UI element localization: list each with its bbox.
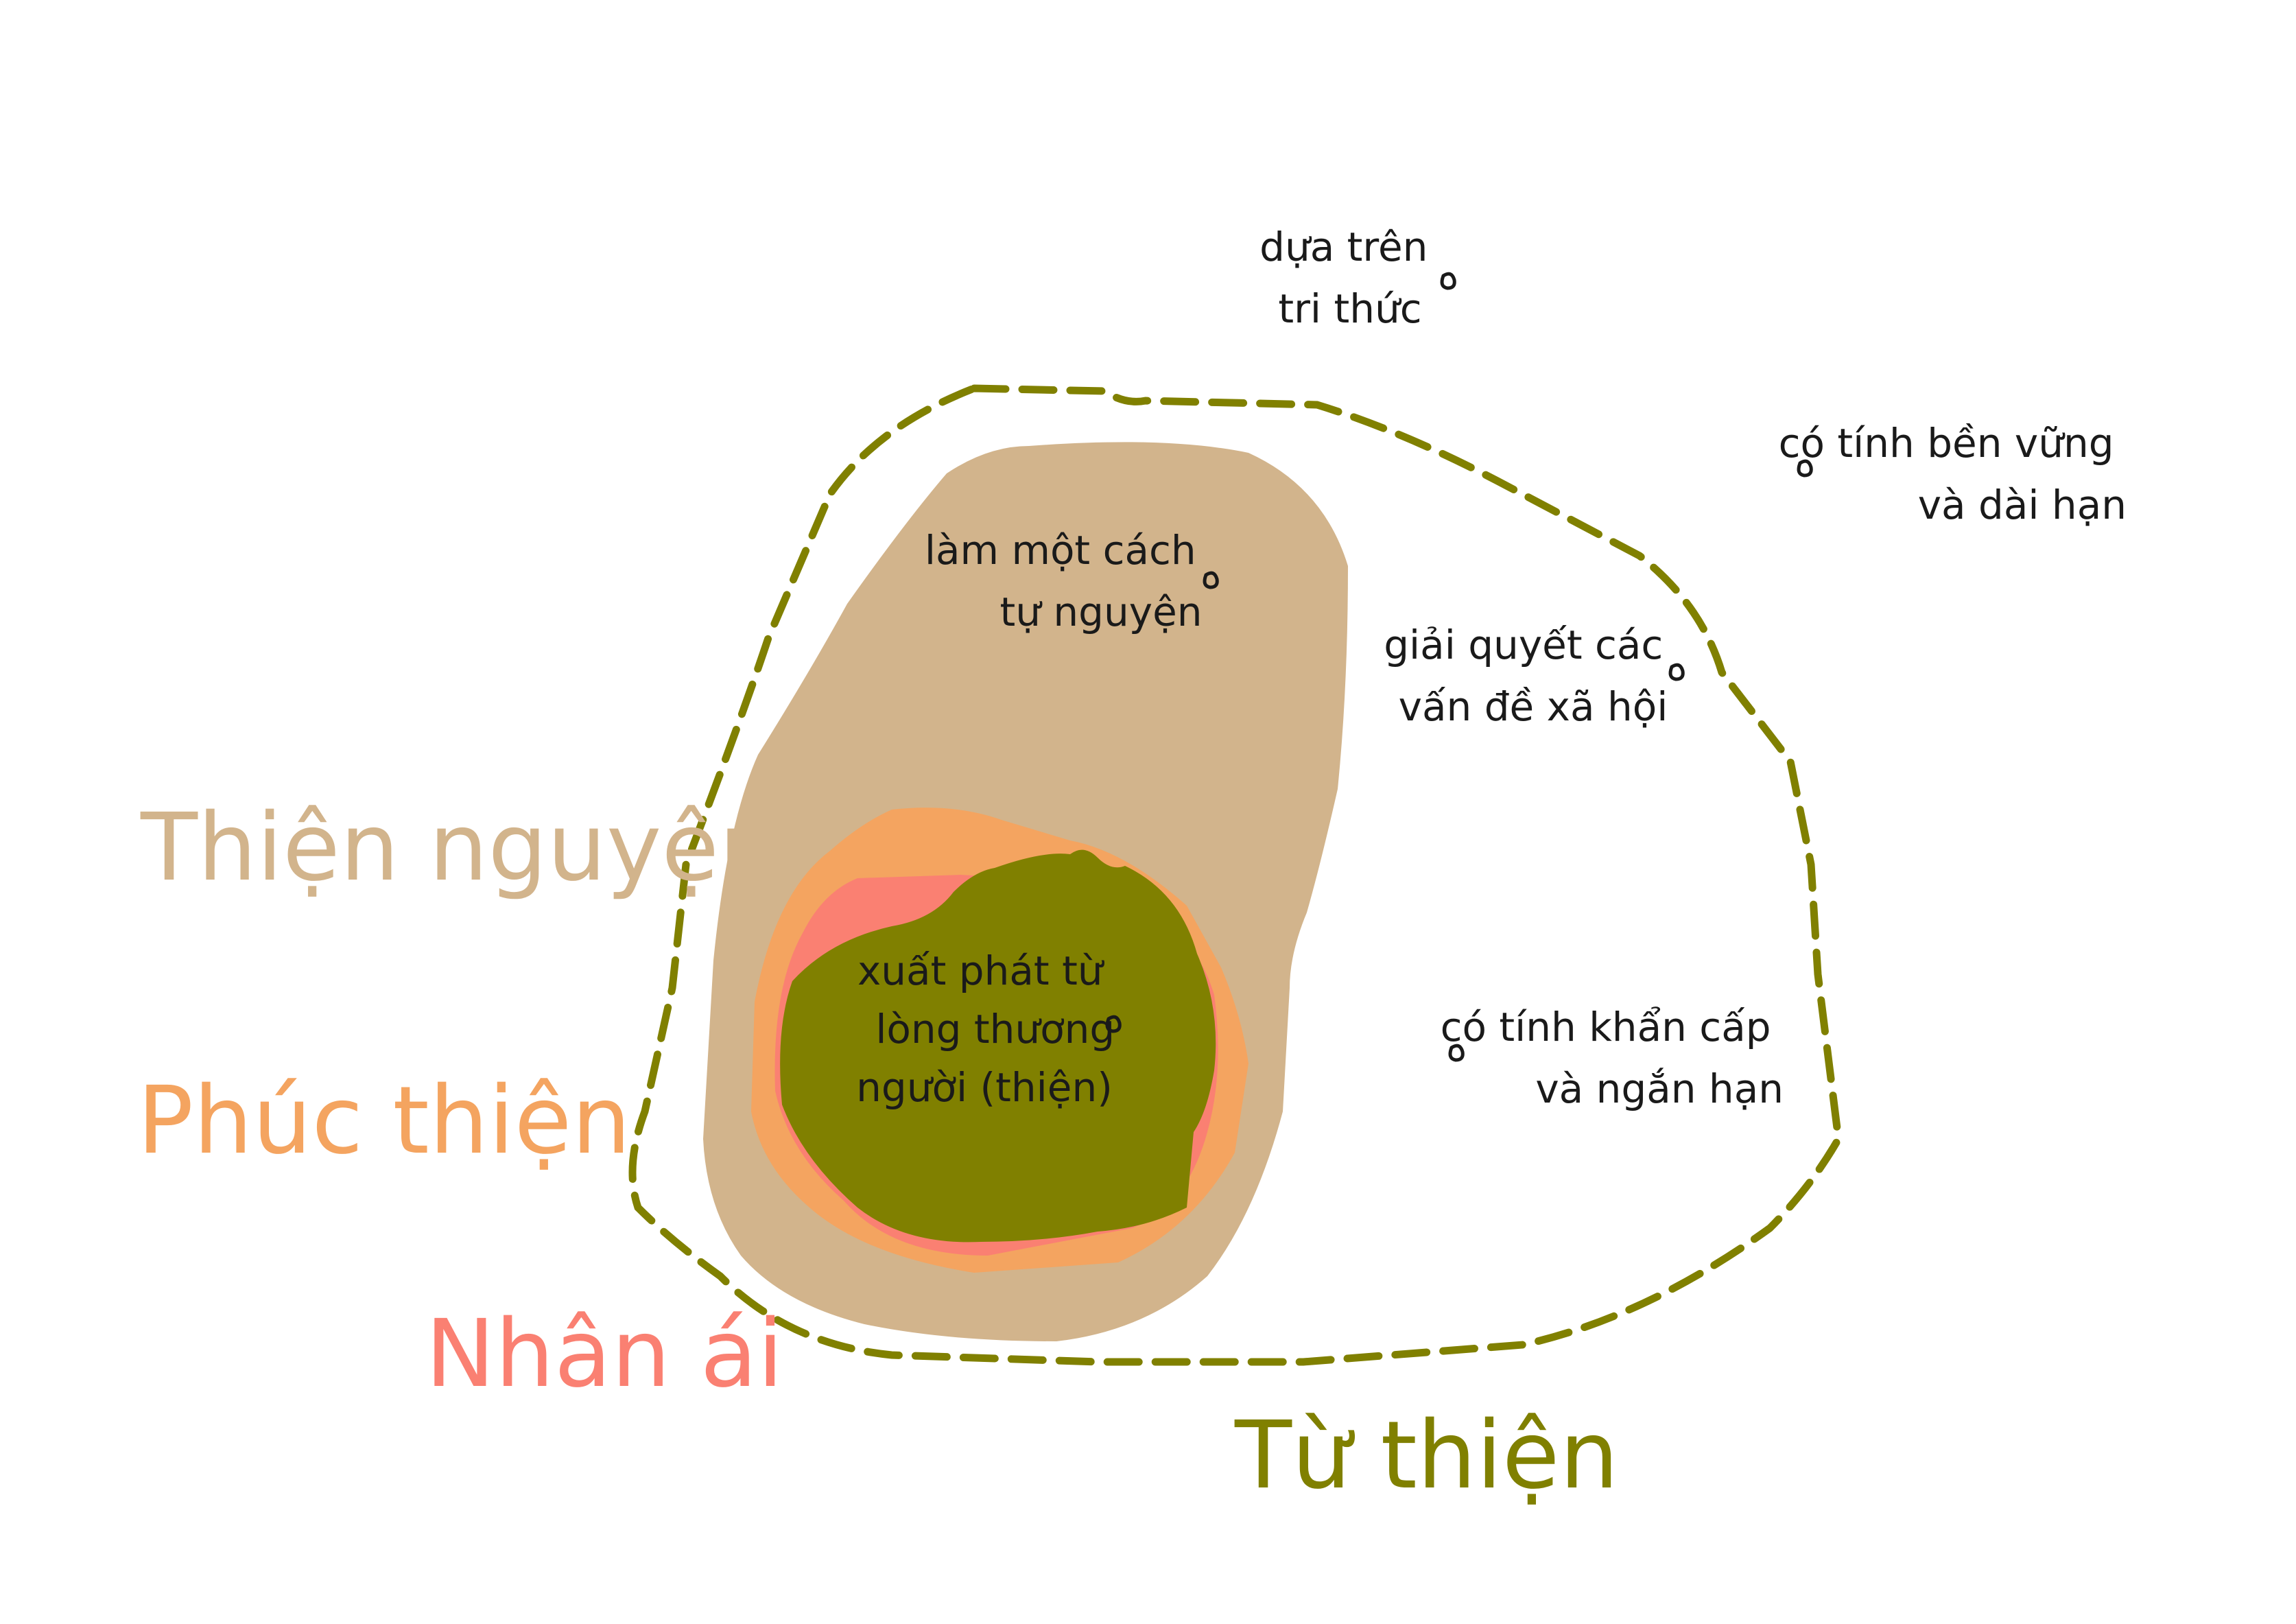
label-phuc-thien: Phúc thiện — [137, 1067, 631, 1175]
label-nhan-ai: Nhân ái — [425, 1300, 783, 1409]
bullet-compassion-icon — [1105, 1015, 1122, 1033]
note-sustainable: có tính bền vững và dài hạn — [1779, 420, 2127, 528]
label-tu-thien: Từ thiện — [1234, 1402, 1619, 1510]
note-social: giải quyết các vấn đề xã hội — [1384, 622, 1676, 730]
tu-thien-boundary — [628, 384, 1843, 1366]
note-knowledge: dựa trên tri thức — [1259, 224, 1441, 332]
tu-thien-core-region — [780, 849, 1216, 1243]
note-compassion: xuất phát từ lòng thương người (thiện) — [856, 948, 1128, 1111]
bullet-urgent-icon — [1448, 1044, 1465, 1062]
note-voluntary: làm một cách tự nguyện — [925, 527, 1209, 635]
note-urgent: có tính khẩn cấp và ngắn hạn — [1441, 1004, 1784, 1112]
bullet-social-icon — [1668, 663, 1685, 681]
bullet-voluntary-icon — [1203, 571, 1219, 589]
bullet-knowledge-icon — [1440, 272, 1456, 290]
label-thien-nguyen: Thiện nguyện — [140, 794, 778, 902]
bullet-sustainable-icon — [1797, 459, 1813, 478]
